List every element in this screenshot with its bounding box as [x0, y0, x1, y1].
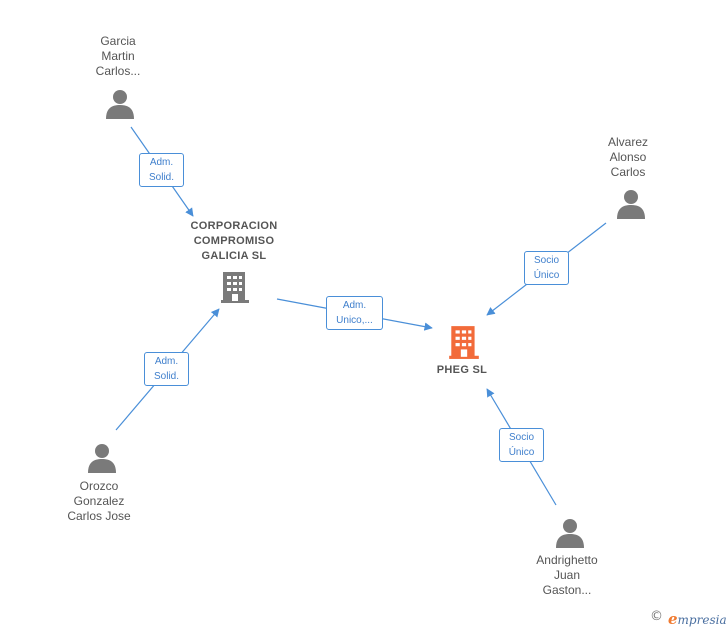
name-line: Gaston...	[542, 583, 592, 597]
name-line: Orozco	[79, 479, 119, 493]
company-name-corporacion: CORPORACION COMPROMISO GALICIA SL	[154, 219, 314, 264]
edge-label-garcia-corporacion[interactable]: Adm. Solid.	[139, 153, 184, 187]
building-icon	[449, 326, 479, 359]
person-name-alvarez: Alvarez Alonso Carlos	[558, 135, 698, 180]
brand-logo-initial: e	[668, 610, 678, 628]
edge-label-line: Único	[508, 447, 535, 458]
name-line: Alvarez	[607, 135, 648, 149]
person-name-garcia: Garcia Martin Carlos...	[48, 34, 188, 79]
edge-label-line: Socio	[533, 255, 559, 266]
name-line: Garcia	[100, 34, 136, 48]
name-line: Andrighetto	[536, 553, 598, 567]
name-line: Carlos...	[95, 64, 141, 78]
edge-label-line: Socio	[508, 432, 534, 443]
name-line: Carlos Jose	[67, 509, 131, 523]
person-icon	[106, 90, 134, 119]
person-name-orozco: Orozco Gonzalez Carlos Jose	[29, 479, 169, 524]
copyright-icon: ©	[650, 609, 663, 624]
edge-label-line: Solid.	[153, 371, 179, 382]
edge-label-corporacion-pheg[interactable]: Adm. Unico,...	[326, 296, 383, 330]
person-icon	[617, 190, 645, 219]
edge-label-line: Unico,...	[336, 315, 373, 326]
name-line: COMPROMISO	[193, 235, 275, 247]
edge-label-andrighetto-pheg[interactable]: Socio Único	[499, 428, 544, 462]
building-icon	[221, 272, 249, 303]
name-line: CORPORACION	[190, 220, 278, 232]
company-name-pheg: PHEG SL	[382, 363, 542, 378]
edge-label-line: Adm.	[149, 157, 174, 168]
name-line: Juan	[553, 568, 581, 582]
edge-label-line: Único	[533, 270, 560, 281]
edge-label-alvarez-pheg[interactable]: Socio Único	[524, 251, 569, 285]
brand-logo-text: mpresia	[677, 613, 727, 627]
name-line: Martin	[101, 49, 135, 63]
name-line: Carlos	[610, 165, 646, 179]
name-line: GALICIA SL	[201, 250, 267, 262]
edge-label-orozco-corporacion[interactable]: Adm. Solid.	[144, 352, 189, 386]
edge-label-line: Adm.	[154, 356, 179, 367]
person-icon	[88, 444, 116, 473]
name-line: Gonzalez	[73, 494, 125, 508]
edge-label-line: Adm.	[342, 300, 367, 311]
edge-label-line: Solid.	[148, 172, 174, 183]
person-name-andrighetto: Andrighetto Juan Gaston...	[497, 553, 637, 598]
name-line: PHEG SL	[436, 364, 488, 376]
person-icon	[556, 519, 584, 548]
brand-logo[interactable]: empresia	[668, 610, 727, 628]
name-line: Alonso	[609, 150, 647, 164]
